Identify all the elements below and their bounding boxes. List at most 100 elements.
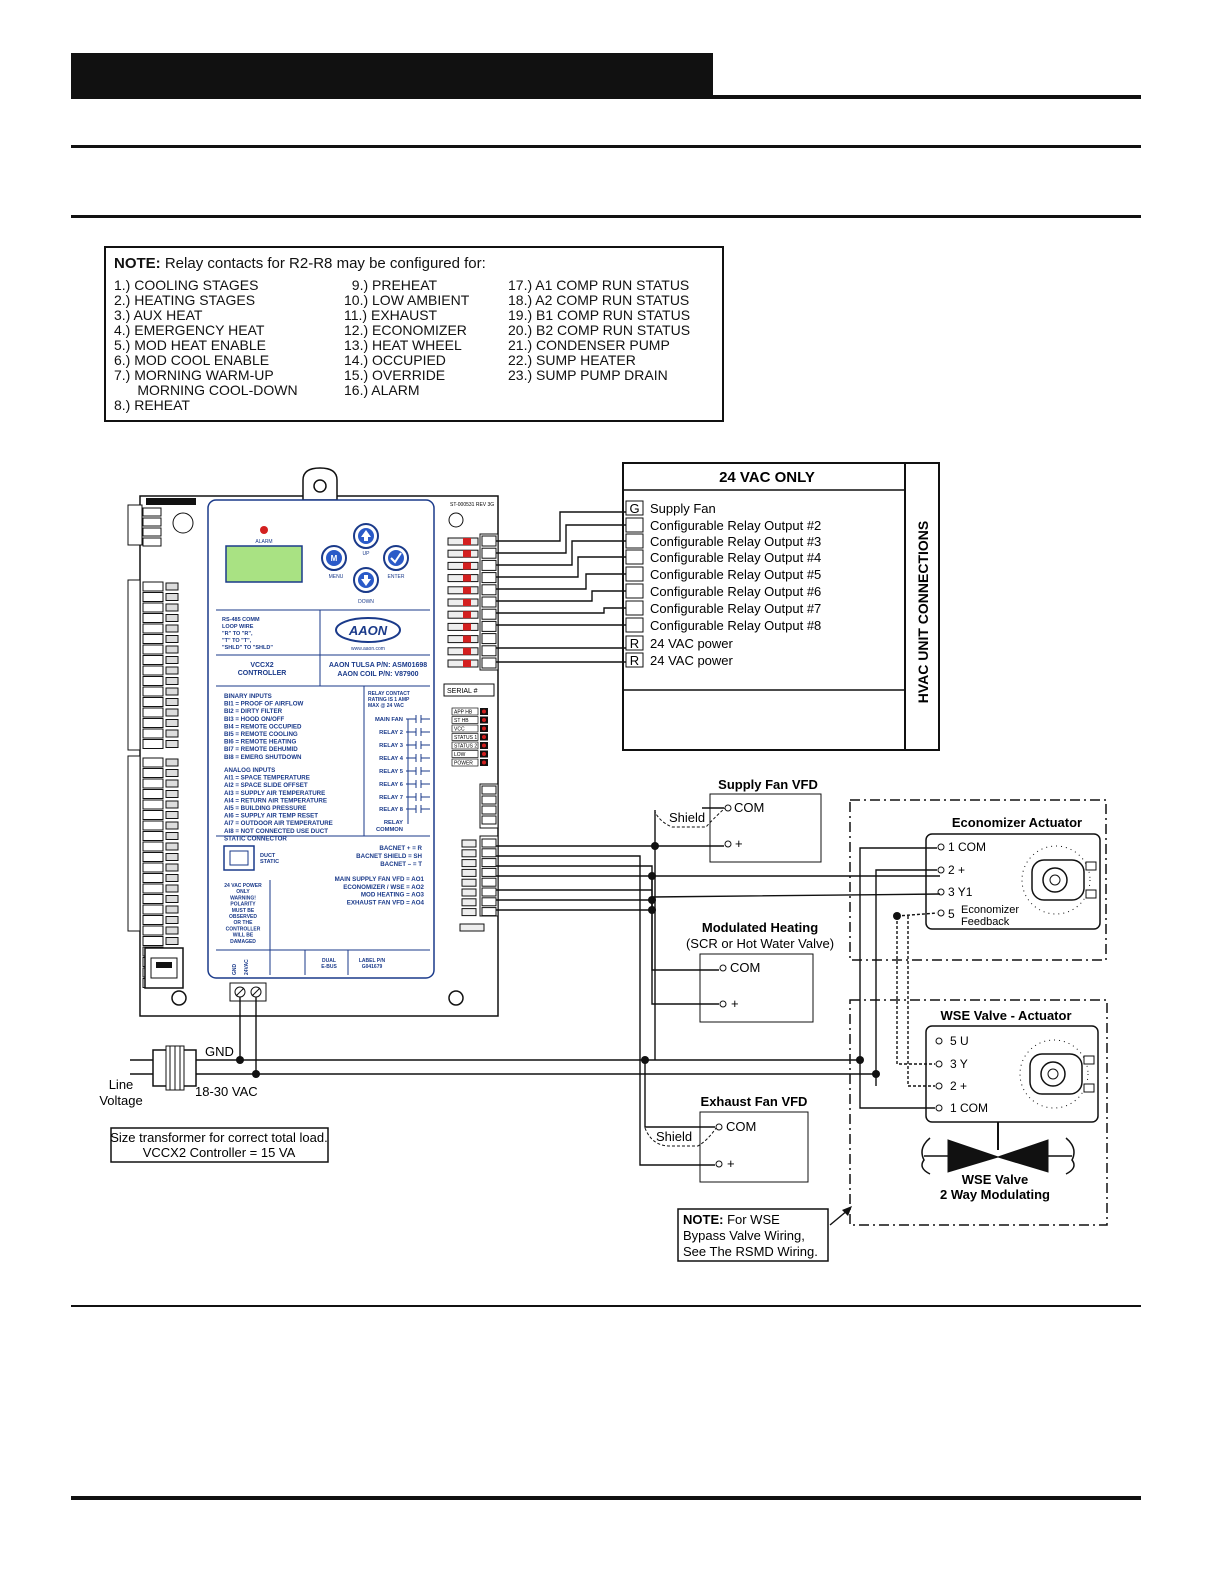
input-terminal[interactable] — [142, 915, 164, 925]
input-terminal[interactable] — [142, 634, 164, 644]
input-terminal[interactable] — [142, 697, 164, 707]
input-terminal[interactable] — [142, 862, 164, 873]
input-terminal[interactable] — [142, 739, 164, 749]
menu-button[interactable]: M MENU — [321, 545, 347, 580]
exhaust-vfd-com-terminal[interactable] — [715, 1123, 723, 1131]
supply-vfd-com-terminal[interactable] — [724, 804, 732, 812]
relay-terminal[interactable] — [481, 633, 497, 645]
input-terminal[interactable] — [142, 707, 164, 718]
note-item: 9.) PREHEAT — [344, 277, 438, 293]
hvac-row-label: Configurable Relay Output #8 — [650, 618, 821, 633]
input-terminal[interactable] — [142, 623, 164, 634]
input-terminal[interactable] — [142, 644, 164, 655]
relay-terminal[interactable] — [481, 596, 497, 608]
analog-output-terminal[interactable] — [481, 877, 497, 887]
input-terminal[interactable] — [142, 778, 164, 789]
faceplate-text: AI6 = SUPPLY AIR TEMP RESET — [224, 813, 318, 820]
input-terminal[interactable] — [142, 841, 164, 852]
analog-output-terminal[interactable] — [481, 897, 497, 907]
shield-label: Shield — [669, 810, 705, 825]
input-terminal[interactable] — [142, 581, 164, 592]
hvac-terminal[interactable] — [625, 533, 644, 549]
input-terminal[interactable] — [142, 820, 164, 831]
input-terminal[interactable] — [142, 883, 164, 894]
exhaust-fan-vfd-title: Exhaust Fan VFD — [701, 1094, 808, 1109]
relay-terminal[interactable] — [481, 645, 497, 657]
enter-button[interactable]: ENTER — [383, 545, 409, 580]
input-terminal[interactable] — [142, 852, 164, 862]
relay-terminal[interactable] — [481, 608, 497, 620]
input-terminal[interactable] — [142, 799, 164, 810]
input-terminal[interactable] — [142, 665, 164, 676]
faceplate-text: WILL BE — [233, 933, 254, 939]
input-terminal[interactable] — [142, 718, 164, 728]
mod-heat-plus-terminal[interactable] — [719, 1000, 727, 1008]
svg-text:2 +: 2 + — [948, 863, 965, 877]
relay-terminal[interactable] — [481, 657, 497, 669]
wse-y-terminal[interactable] — [935, 1060, 943, 1068]
input-terminal[interactable] — [142, 686, 164, 697]
wse-com-terminal[interactable] — [935, 1104, 943, 1112]
hvac-terminal[interactable] — [625, 500, 644, 516]
input-terminal[interactable] — [142, 613, 164, 623]
note-item: 1.) COOLING STAGES — [114, 277, 259, 293]
input-terminal[interactable] — [142, 831, 164, 841]
exhaust-vfd-plus-terminal[interactable] — [715, 1160, 723, 1168]
analog-output-terminal[interactable] — [481, 848, 497, 858]
hvac-terminal[interactable] — [625, 549, 644, 565]
input-terminal[interactable] — [142, 592, 164, 602]
input-terminal[interactable] — [142, 728, 164, 739]
faceplate-text: BACNET SHIELD = SH — [356, 853, 422, 860]
analog-output-terminal[interactable] — [481, 887, 497, 897]
input-terminal[interactable] — [142, 904, 164, 915]
hvac-terminal[interactable] — [625, 635, 644, 651]
input-terminal[interactable] — [142, 873, 164, 883]
note-item: 20.) B2 COMP RUN STATUS — [508, 322, 691, 338]
input-terminal[interactable] — [142, 655, 164, 665]
relay-terminal[interactable] — [481, 547, 497, 559]
vccx2-controller-board: ST-000531 REV 3G ALARM UP M — [127, 467, 499, 1017]
faceplate-text: MAIN SUPPLY FAN VFD = AO1 — [335, 876, 425, 883]
input-terminal[interactable] — [142, 810, 164, 820]
input-terminal[interactable] — [142, 768, 164, 778]
econ-com-terminal[interactable] — [937, 843, 945, 851]
actuator-dial-icon — [1021, 845, 1097, 915]
hvac-terminal[interactable] — [625, 652, 644, 668]
up-arrow-icon — [361, 530, 371, 541]
analog-output-terminal[interactable] — [481, 907, 497, 917]
faceplate-text: LABEL P/N — [359, 958, 386, 964]
faceplate-text: RELAY CONTACT — [368, 691, 410, 697]
input-terminal[interactable] — [142, 676, 164, 686]
input-terminal[interactable] — [142, 936, 164, 946]
input-terminal[interactable] — [142, 894, 164, 904]
note-item: 4.) EMERGENCY HEAT — [114, 322, 265, 338]
relay-terminal[interactable] — [481, 584, 497, 596]
analog-output-terminal[interactable] — [481, 867, 497, 877]
hvac-terminal[interactable] — [625, 517, 644, 533]
relay-terminal[interactable] — [481, 535, 497, 547]
relay-terminal[interactable] — [481, 620, 497, 632]
supply-vfd-plus-terminal[interactable] — [724, 840, 732, 848]
faceplate-text: BI1 = PROOF OF AIRFLOW — [224, 701, 304, 708]
hvac-row-label: 24 VAC power — [650, 653, 734, 668]
input-terminal[interactable] — [142, 925, 164, 936]
relay-terminal[interactable] — [481, 559, 497, 571]
input-terminal[interactable] — [142, 602, 164, 613]
wse-u-terminal[interactable] — [935, 1037, 943, 1045]
input-terminal[interactable] — [142, 757, 164, 768]
econ-plus-terminal[interactable] — [937, 866, 945, 874]
up-button[interactable]: UP — [353, 523, 379, 557]
mod-heat-com-terminal[interactable] — [719, 964, 727, 972]
hvac-terminal[interactable] — [625, 566, 644, 582]
hvac-row-label: 24 VAC power — [650, 636, 734, 651]
hvac-terminal[interactable] — [625, 617, 644, 633]
relay-terminal[interactable] — [481, 572, 497, 584]
hvac-terminal[interactable] — [625, 600, 644, 616]
econ-feedback-terminal[interactable] — [937, 909, 945, 917]
wse-plus-terminal[interactable] — [935, 1082, 943, 1090]
input-terminal[interactable] — [142, 789, 164, 799]
hvac-terminal[interactable] — [625, 583, 644, 599]
analog-output-terminal[interactable] — [481, 838, 497, 848]
analog-output-terminal[interactable] — [481, 858, 497, 868]
down-button[interactable]: DOWN — [353, 567, 379, 605]
